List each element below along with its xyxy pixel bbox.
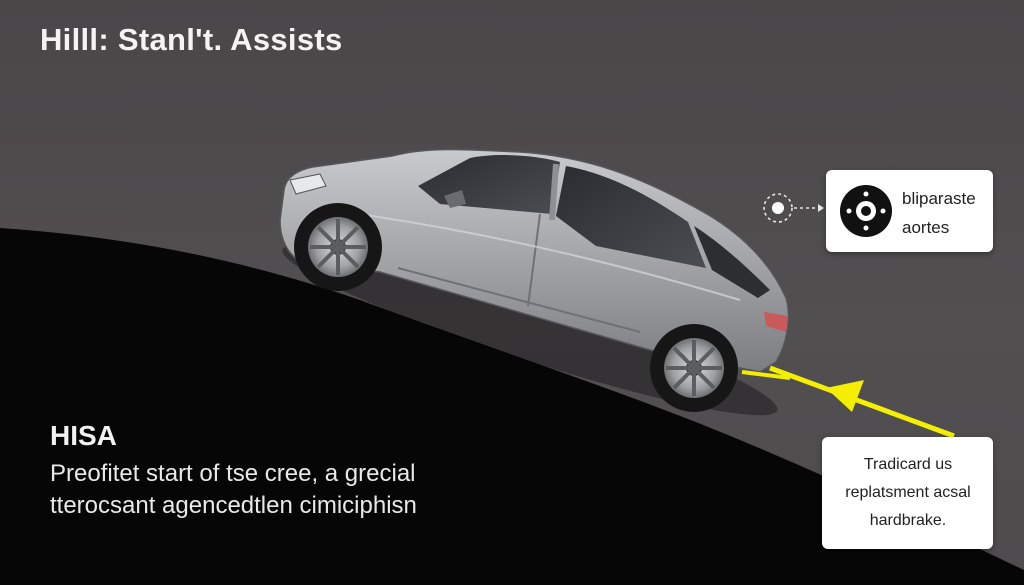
hisa-description: HISA Preofitet start of tse cree, a grec… [50, 420, 520, 522]
brake-callout-line1: bliparaste [902, 189, 976, 208]
rollback-arrowhead [826, 380, 864, 412]
car-front-wheel [294, 203, 382, 291]
handbrake-callout: Tradicard us replatsment acsal hardbrake… [822, 437, 993, 549]
car-rear-wheel [650, 324, 738, 412]
car-b-pillar [549, 163, 559, 221]
hisa-line-2: tterocsant agencedtlen cimiciphisn [50, 492, 417, 519]
handbrake-callout-line1: Tradicard us [863, 456, 953, 473]
hisa-line-1: Preofitet start of tse cree, a grecial [50, 460, 416, 487]
hisa-heading: HISA [50, 420, 117, 451]
car-taillight [764, 312, 788, 332]
brake-disc-icon [840, 185, 892, 237]
car-door-split [527, 213, 541, 307]
brake-callout: bliparaste aortes [826, 170, 993, 252]
handbrake-callout-line3: hardbrake. [869, 512, 947, 529]
car-mirror [444, 190, 466, 208]
force-arrows [741, 365, 955, 439]
hold-arrow-line [741, 370, 791, 380]
rollback-arrow-line [769, 365, 955, 439]
page-title: Hilll: Stanl't. Assists [40, 22, 343, 57]
handbrake-callout-line2: replatsment acsal [845, 484, 971, 501]
car-headlight [289, 173, 327, 195]
brake-callout-line2: aortes [902, 218, 950, 237]
callout-pointer [763, 193, 824, 223]
car-character-line [329, 209, 741, 301]
car-rear-window [694, 226, 770, 298]
car-window-rear [556, 166, 706, 268]
car [279, 148, 790, 416]
hill-slope [0, 228, 1024, 585]
car-door-line [397, 267, 641, 333]
